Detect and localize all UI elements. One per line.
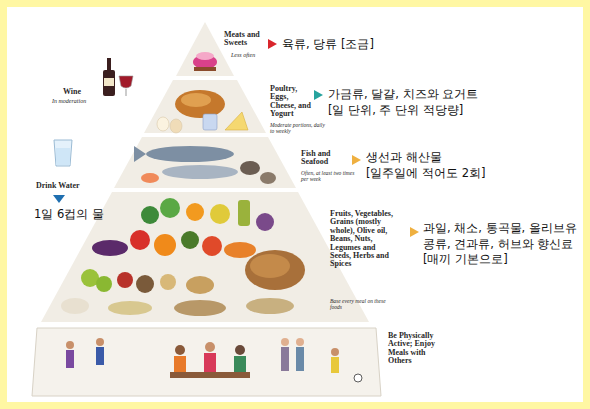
tier-heading: Fish and Seafood — [301, 150, 341, 167]
eggplant — [92, 240, 128, 256]
water-glass — [54, 140, 72, 166]
person — [296, 338, 304, 346]
person — [96, 347, 104, 365]
person — [281, 338, 289, 346]
bread — [245, 250, 305, 290]
person — [205, 342, 215, 352]
grains — [246, 298, 294, 314]
person — [331, 348, 339, 356]
wine-glass — [119, 76, 133, 88]
orange — [154, 234, 176, 256]
fish — [146, 146, 234, 162]
korean-note: 생선과 해산물 [일주일에 적어도 2회] — [366, 150, 491, 181]
greens — [160, 198, 180, 218]
shrimp — [141, 173, 159, 183]
ball — [354, 374, 362, 382]
pepper — [202, 236, 222, 256]
tier-poultry — [144, 80, 266, 133]
greens — [141, 206, 159, 224]
grapes — [96, 276, 112, 292]
person — [204, 353, 216, 372]
roast-chicken — [181, 93, 211, 107]
marker — [268, 39, 277, 49]
marker — [410, 227, 419, 237]
tier-note: Less often — [231, 52, 255, 59]
grains — [186, 276, 214, 294]
onion — [256, 213, 274, 231]
clam — [240, 161, 260, 175]
yogurt — [203, 114, 217, 130]
person — [331, 357, 339, 373]
bread — [250, 254, 290, 278]
sweets — [196, 52, 214, 60]
tier-fish — [114, 137, 296, 188]
person — [66, 341, 74, 349]
activity-band — [32, 328, 381, 396]
pasta — [108, 301, 152, 315]
tier-note: Moderate portions, daily to weekly — [270, 122, 325, 134]
person — [175, 345, 185, 355]
carrots — [224, 242, 256, 258]
fish — [162, 165, 238, 179]
person — [234, 356, 246, 372]
lemon — [210, 204, 230, 224]
tier-heading: Wine — [63, 88, 81, 96]
wine-bottle — [103, 70, 115, 96]
clam — [260, 172, 276, 184]
tier-heading: Fruits, Vegetables, Grains (mostly whole… — [330, 210, 398, 269]
panel — [7, 7, 583, 402]
person — [174, 356, 186, 372]
beans — [117, 272, 133, 288]
garlic — [61, 298, 89, 314]
tier-note: In moderation — [52, 98, 86, 105]
marker — [53, 195, 65, 203]
person — [296, 347, 304, 371]
person — [66, 350, 74, 368]
tier-heading: Poultry, Eggs, Cheese, and Yogurt — [270, 85, 315, 119]
person — [96, 338, 104, 346]
wine-bottle — [107, 58, 111, 71]
orange — [186, 203, 204, 221]
marker — [352, 155, 361, 165]
tier-note: Base every meal on these foods — [330, 298, 396, 310]
wine-glass — [126, 89, 127, 96]
potatoes — [136, 275, 154, 293]
cheese — [225, 112, 248, 130]
avocado — [181, 231, 199, 249]
korean-note: 육류, 당류 [조금] — [282, 37, 374, 52]
tier-heading: Drink Water — [36, 182, 80, 190]
person — [281, 347, 289, 371]
tier-note: Often, at least two times per week — [301, 170, 356, 182]
table — [170, 372, 250, 378]
person — [235, 345, 245, 355]
olive-oil — [238, 200, 250, 226]
egg — [170, 119, 182, 133]
wine-label — [104, 78, 114, 86]
marker — [314, 90, 323, 100]
tier-heading: Be Physically Active; Enjoy Meals with O… — [388, 332, 437, 366]
tier-heading: Meats and Sweets — [224, 31, 274, 48]
nuts — [160, 274, 176, 290]
korean-note: 가금류, 달걀, 치즈와 요거트 [일 단위, 주 단위 적당량] — [328, 87, 480, 118]
korean-note: 과일, 채소, 통곡물, 올리브유 콩류, 견과류, 허브와 향신료 [매끼 기… — [423, 221, 578, 268]
tomato — [130, 230, 150, 250]
grains — [174, 300, 226, 316]
roast-chicken — [175, 90, 225, 118]
water — [56, 148, 70, 165]
egg — [157, 117, 169, 131]
meat — [194, 67, 216, 71]
fish — [134, 146, 146, 162]
korean-note: 1일 6컵의 물 — [34, 207, 104, 222]
